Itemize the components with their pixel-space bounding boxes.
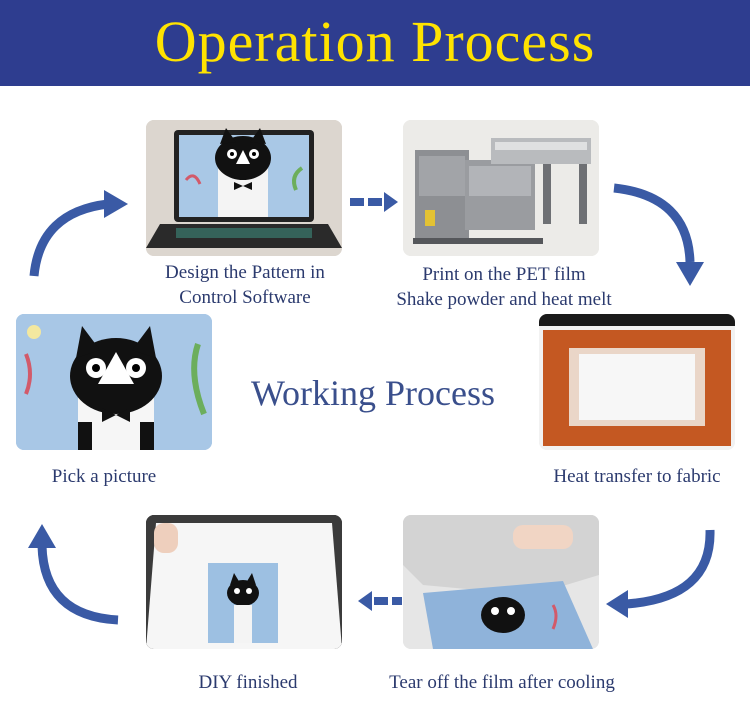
step-diy-finished-image: [146, 515, 342, 649]
step-design-image: [146, 120, 342, 256]
step-heat-transfer-image: [539, 314, 735, 450]
arrow-right-icon: [350, 192, 398, 212]
caption-line: Tear off the film after cooling: [389, 672, 615, 693]
caption-line: Print on the PET film: [422, 264, 586, 285]
step-print-caption: Print on the PET film Shake powder and h…: [368, 262, 640, 312]
caption-line: Pick a picture: [51, 466, 157, 487]
arrow-curve-icon: [613, 183, 695, 263]
header-banner: Operation Process: [0, 0, 750, 86]
step-pick-picture-image: [16, 314, 212, 450]
arrow-curve-icon: [625, 529, 715, 609]
arrow-curve-icon: [29, 199, 109, 277]
step-design-caption: Design the Pattern in Control Software: [130, 260, 360, 310]
caption-line: DIY finished: [198, 672, 298, 693]
arrowhead-icon: [28, 524, 56, 548]
step-pick-picture-caption: Pick a picture: [12, 464, 196, 489]
step-tear-film-image: [403, 515, 599, 649]
center-title: Working Process: [250, 373, 496, 413]
caption-line: Shake powder and heat melt: [396, 289, 612, 310]
caption-line: Control Software: [179, 287, 311, 308]
step-heat-transfer-caption: Heat transfer to fabric: [528, 464, 746, 489]
page-title: Operation Process: [154, 9, 596, 74]
arrow-left-icon: [358, 591, 402, 611]
arrowhead-icon: [606, 590, 628, 618]
arrowhead-icon: [676, 262, 704, 286]
step-tear-film-caption: Tear off the film after cooling: [362, 670, 642, 695]
step-diy-finished-caption: DIY finished: [150, 670, 346, 695]
arrowhead-icon: [104, 190, 128, 218]
caption-line: Heat transfer to fabric: [553, 466, 721, 487]
arrow-curve-icon: [37, 545, 119, 625]
caption-line: Design the Pattern in: [165, 262, 325, 283]
step-print-image: [403, 120, 599, 256]
